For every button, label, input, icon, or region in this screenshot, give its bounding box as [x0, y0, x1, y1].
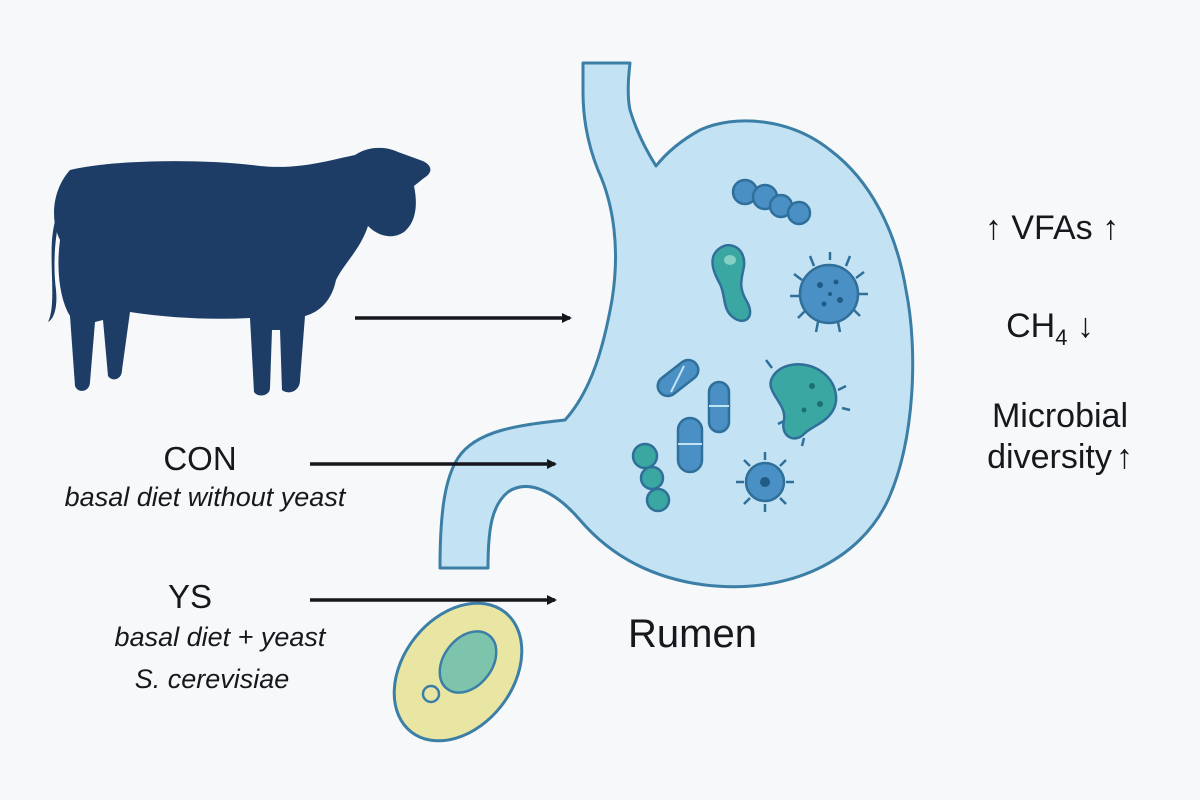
up-arrow-icon-3: ↑: [1115, 437, 1133, 476]
con-group-label: CON: [163, 440, 237, 477]
ys-group-label: YS: [167, 578, 213, 615]
down-arrow-icon: ↓: [1076, 307, 1094, 345]
pill-bacteria-icon-3: [676, 416, 704, 474]
methane-subscript: 4: [1055, 324, 1068, 350]
coccus-chain-icon-2: [631, 442, 671, 513]
diversity-line2: diversity: [987, 437, 1112, 476]
ys-group-description: basal diet + yeast: [114, 622, 326, 652]
diversity-effect: Microbial diversity↑: [950, 396, 1170, 478]
flagellated-microbe-icon: [765, 359, 851, 447]
diversity-line1: Microbial: [991, 397, 1129, 435]
bacillus-icon: [711, 243, 752, 323]
pill-bacteria-icon: [656, 358, 700, 398]
yeast-cell-icon: [392, 601, 524, 743]
stomach-icon: [438, 61, 915, 589]
methane-effect: CH4 ↓: [990, 306, 1110, 351]
pill-bacteria-icon-2: [707, 380, 731, 434]
con-group-description: basal diet without yeast: [64, 482, 346, 512]
bacteria-cluster: [631, 178, 868, 513]
up-arrow-icon-2: ↑: [1102, 209, 1120, 247]
rumen-label: Rumen: [628, 612, 757, 656]
coccus-chain-icon: [731, 178, 812, 226]
ys-organism-label: S. cerevisiae: [134, 664, 290, 694]
up-arrow-icon: ↑: [984, 209, 1002, 247]
vfas-effect: ↑ VFAs ↑: [962, 208, 1142, 249]
spiky-microbe-icon: [790, 252, 868, 333]
cow-icon: [48, 147, 431, 396]
vfas-label: VFAs: [1011, 209, 1093, 247]
methane-label: CH: [1006, 307, 1056, 345]
small-spiky-microbe-icon: [736, 452, 794, 512]
